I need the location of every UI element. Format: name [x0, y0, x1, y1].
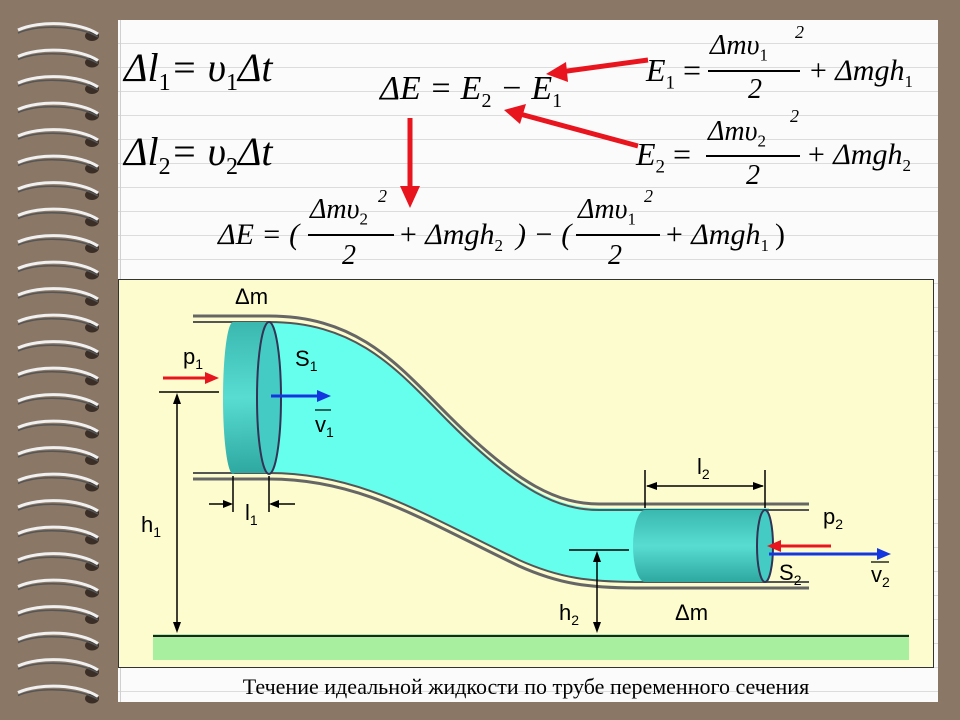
h1-arrow-bottom — [173, 622, 181, 633]
spiral-binding — [17, 22, 99, 704]
pipe-wall-top — [193, 314, 809, 506]
spiral-ring — [17, 75, 99, 94]
label-s2: S2 — [779, 560, 802, 588]
h2-arrow-top — [593, 551, 601, 562]
spiral-ring — [17, 552, 99, 571]
spiral-ring — [17, 446, 99, 465]
formula-dl2: Δl2= υ2Δt — [124, 129, 273, 180]
label-l1: l1 — [245, 500, 258, 528]
label-l2: l2 — [697, 454, 710, 482]
spiral-ring — [17, 234, 99, 253]
spiral-ring — [17, 340, 99, 359]
arrow-e1-to-de — [559, 57, 649, 75]
fraction-bar — [706, 155, 800, 157]
pipe-diagram: Δm p1 S1 v1 l1 h1 l2 p2 S2 v2 h2 Δm — [118, 279, 934, 668]
spiral-ring — [17, 128, 99, 147]
h1-arrow-top — [173, 393, 181, 404]
spiral-ring — [17, 207, 99, 227]
v2-arrowhead — [877, 548, 891, 560]
cylinder-right — [633, 510, 765, 582]
spiral-ring — [17, 631, 99, 651]
spiral-ring — [17, 101, 99, 121]
spiral-ring — [17, 658, 99, 677]
fraction-bar — [576, 234, 660, 236]
ground — [153, 634, 909, 660]
pipe-wall-top-inner — [193, 321, 809, 511]
p1-arrowhead — [205, 372, 219, 384]
spiral-ring — [17, 605, 99, 624]
spiral-ring — [17, 499, 99, 518]
l1-arrow-right — [269, 500, 279, 508]
formula-arrows — [400, 57, 649, 208]
label-p1: p1 — [183, 344, 203, 372]
label-h2: h2 — [559, 600, 579, 628]
fraction-bar — [708, 70, 800, 72]
label-v2: v2 — [871, 562, 890, 590]
spiral-ring — [17, 313, 99, 333]
label-dm-top: Δm — [235, 284, 268, 309]
v1-arrowhead — [317, 390, 331, 402]
label-s1: S1 — [295, 346, 318, 374]
spiral-ring — [17, 393, 99, 412]
arrow-e2-head — [504, 104, 526, 124]
spiral-ring — [17, 181, 99, 200]
label-p2: p2 — [823, 504, 843, 532]
spiral-ring — [17, 419, 99, 439]
spiral-ring — [17, 525, 99, 545]
l1-arrow-left — [223, 500, 233, 508]
spiral-ring — [17, 48, 99, 68]
caption: Течение идеальной жидкости по трубе пере… — [242, 674, 810, 699]
l2-arrow-left — [646, 482, 657, 490]
spiral-ring — [17, 472, 99, 492]
fraction-bar — [308, 234, 394, 236]
spiral-ring — [17, 22, 99, 41]
l2-arrow-right — [753, 482, 764, 490]
spiral-ring — [17, 154, 99, 174]
formula-dl1: Δl1= υ1Δt — [124, 45, 273, 96]
arrow-e2-to-de — [519, 111, 639, 149]
cylinder-left-face — [256, 321, 282, 475]
spiral-ring — [17, 287, 99, 306]
h2-arrow-bottom — [593, 622, 601, 633]
spiral-ring — [17, 684, 99, 704]
spiral-ring — [17, 578, 99, 598]
p2-arrowhead — [767, 540, 781, 552]
spiral-ring — [17, 260, 99, 280]
cylinder-left-back — [223, 322, 243, 474]
label-dm-bottom: Δm — [675, 600, 708, 625]
label-v1: v1 — [315, 412, 334, 440]
arrow-down-head — [400, 186, 420, 208]
arrow-e1-head — [546, 62, 568, 82]
formula-delta-e: ΔE = E2 − E1 — [380, 70, 563, 112]
label-h1: h1 — [141, 512, 161, 540]
spiral-ring — [17, 366, 99, 386]
